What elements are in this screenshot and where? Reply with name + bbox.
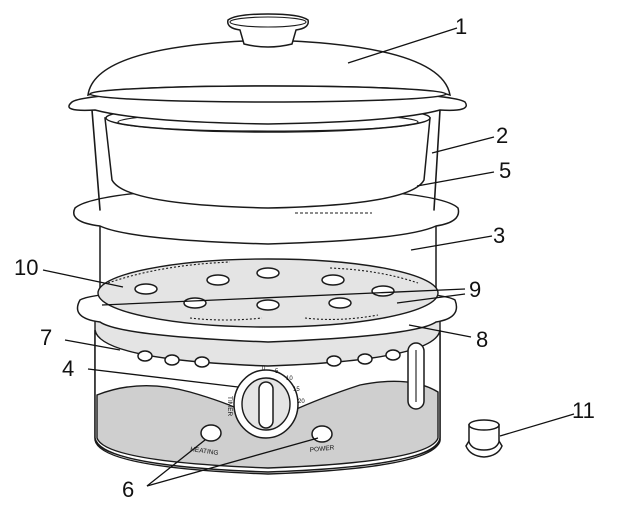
callout-6: 6 <box>122 477 134 502</box>
indicator-dot <box>326 355 342 367</box>
indicator-dot <box>137 350 153 362</box>
callout-5: 5 <box>499 158 511 183</box>
indicator-dot <box>357 353 373 365</box>
timer-scale-10: 10 <box>286 376 293 382</box>
steamer-base: HEATING POWER TIMER 0 5 10 15 20 <box>94 319 441 475</box>
power-label: POWER <box>309 444 334 454</box>
callout-9: 9 <box>469 277 481 302</box>
steam-plate <box>97 258 439 328</box>
timer-label: TIMER <box>226 396 233 417</box>
callout-11: 11 <box>572 398 595 423</box>
indicator-dot <box>164 354 180 366</box>
timer-scale-0: 0 <box>262 366 266 372</box>
timer-scale-15: 15 <box>293 387 300 393</box>
power-light <box>311 425 333 443</box>
timer-scale-20: 20 <box>298 399 305 405</box>
leader-lines <box>42 27 575 487</box>
timer-scale-5: 5 <box>275 369 279 375</box>
callout-2: 2 <box>496 123 508 148</box>
callout-3: 3 <box>493 223 505 248</box>
accessory-cup <box>465 419 503 458</box>
indicator-dot <box>194 356 210 368</box>
callout-4: 4 <box>62 356 74 381</box>
timer-knob-handle[interactable] <box>258 381 274 429</box>
heating-light <box>200 424 222 442</box>
steamer-lid <box>68 13 467 125</box>
callout-10: 10 <box>14 255 38 280</box>
lid-knob[interactable] <box>227 13 309 48</box>
heating-label: HEATING <box>190 446 219 457</box>
callout-1: 1 <box>455 14 467 39</box>
callout-7: 7 <box>40 325 52 350</box>
callout-8: 8 <box>476 327 488 352</box>
indicator-dot <box>385 349 401 361</box>
